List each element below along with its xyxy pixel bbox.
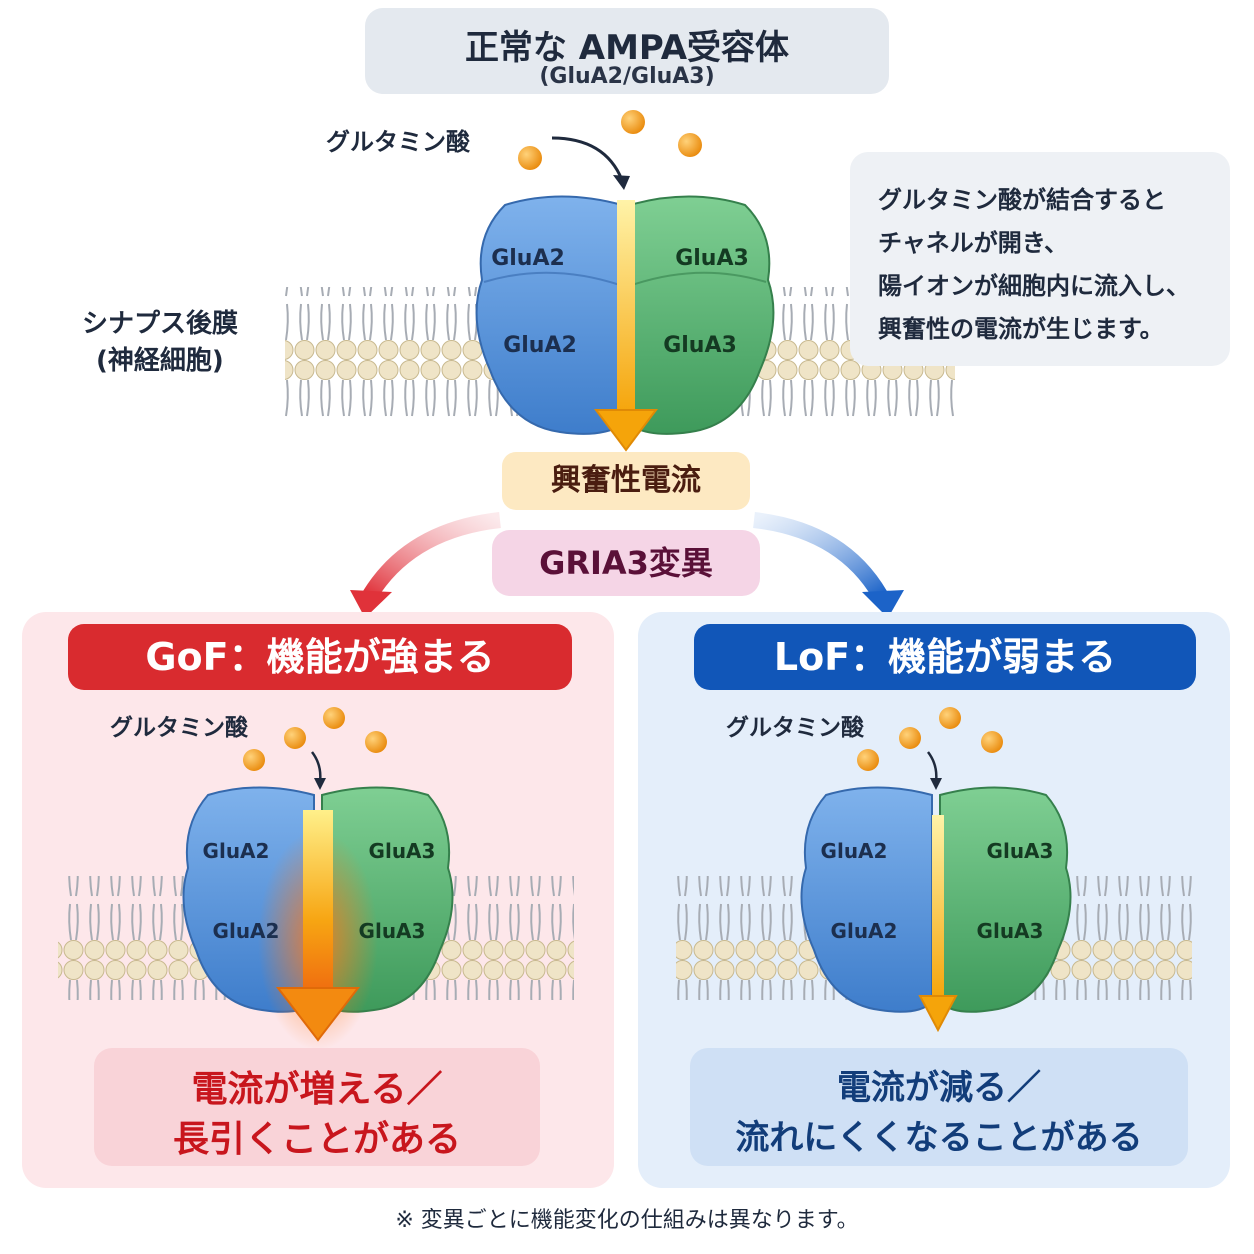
lof-glua3-lower: GluA3 [977,919,1044,943]
note-line: 興奮性の電流が生じます。 [878,315,1164,343]
binding-arrow-icon [551,136,624,181]
note-line: 陽イオンが細胞内に流入し、 [878,272,1190,300]
excitatory-current-label: 興奮性電流 [502,452,750,510]
gof-glua2-upper: GluA2 [203,839,270,863]
glutamate-molecule-icon [243,749,265,771]
glutamate-molecule-icon [981,731,1003,753]
lof-result-box: 電流が減る／ 流れにくくなることがある [690,1048,1188,1166]
lof-glua3-upper: GluA3 [987,839,1054,863]
gof-result-line1: 電流が増える／ [191,1069,443,1110]
footnote: ※ 変異ごとに機能変化の仕組みは異なります。 [395,1208,859,1233]
glutamate-molecule-icon [939,707,961,729]
membrane-label-line2: (神経細胞) [96,346,224,376]
glutamate-molecule-icon [899,727,921,749]
gof-glua3-upper: GluA3 [369,839,436,863]
title-box: 正常な AMPA受容体 (GluA2/GluA3) [365,8,889,94]
glutamate-molecule-icon [365,731,387,753]
page-subtitle: (GluA2/GluA3) [539,64,715,89]
explanation-note: グルタミン酸が結合すると チャネルが開き、 陽イオンが細胞内に流入し、 興奮性の… [850,152,1230,366]
page-title: 正常な AMPA受容体 [464,28,790,68]
note-line: チャネルが開き、 [878,229,1069,257]
lof-branch-arrowhead-icon [862,590,904,618]
gof-result-box: 電流が増える／ 長引くことがある [94,1048,540,1166]
top-glua3-upper: GluA3 [675,246,749,271]
gof-glua2-lower: GluA2 [213,919,280,943]
gof-result-line2: 長引くことがある [172,1119,461,1160]
glutamate-molecule-icon [284,727,306,749]
top-glua3-lower: GluA3 [663,333,737,358]
glutamate-molecule-icon [518,146,542,170]
gof-glua3-lower: GluA3 [359,919,426,943]
top-glua2-upper: GluA2 [491,246,565,271]
top-glua2-lower: GluA2 [503,333,577,358]
binding-arrowhead-icon [314,778,326,790]
current-arrow-lof [918,815,958,1033]
glutamate-label-lof: グルタミン酸 [726,715,864,741]
receptor-lof [800,786,1072,1013]
membrane-label-line1: シナプス後膜 [82,309,239,339]
lof-result-line2: 流れにくくなることがある [735,1118,1143,1158]
binding-arrowhead-icon [613,175,630,190]
receptor-top [475,195,775,435]
gof-branch-arrow-icon [363,512,501,600]
glutamate-molecule-icon [323,707,345,729]
lof-title: LoF：機能が弱まる [694,624,1196,690]
lof-glua2-lower: GluA2 [831,919,898,943]
binding-arrowhead-icon [930,778,942,790]
glutamate-label-gof: グルタミン酸 [110,715,248,741]
mutation-label: GRIA3変異 [492,530,760,596]
glutamate-label-top: グルタミン酸 [326,128,470,156]
gof-branch-arrowhead-icon [350,590,392,618]
glutamate-molecule-icon [621,110,645,134]
current-arrow-top [594,200,658,452]
current-arrow-gof [275,810,361,1042]
gof-title: GoF：機能が強まる [68,624,572,690]
binding-arrow-icon [310,751,322,783]
note-line: グルタミン酸が結合すると [878,186,1166,214]
glutamate-molecule-icon [857,749,879,771]
lof-result-line1: 電流が減る／ [837,1068,1041,1108]
lof-branch-arrow-icon [753,512,887,600]
binding-arrow-icon [926,751,938,783]
lof-glua2-upper: GluA2 [821,839,888,863]
glutamate-molecule-icon [678,133,702,157]
